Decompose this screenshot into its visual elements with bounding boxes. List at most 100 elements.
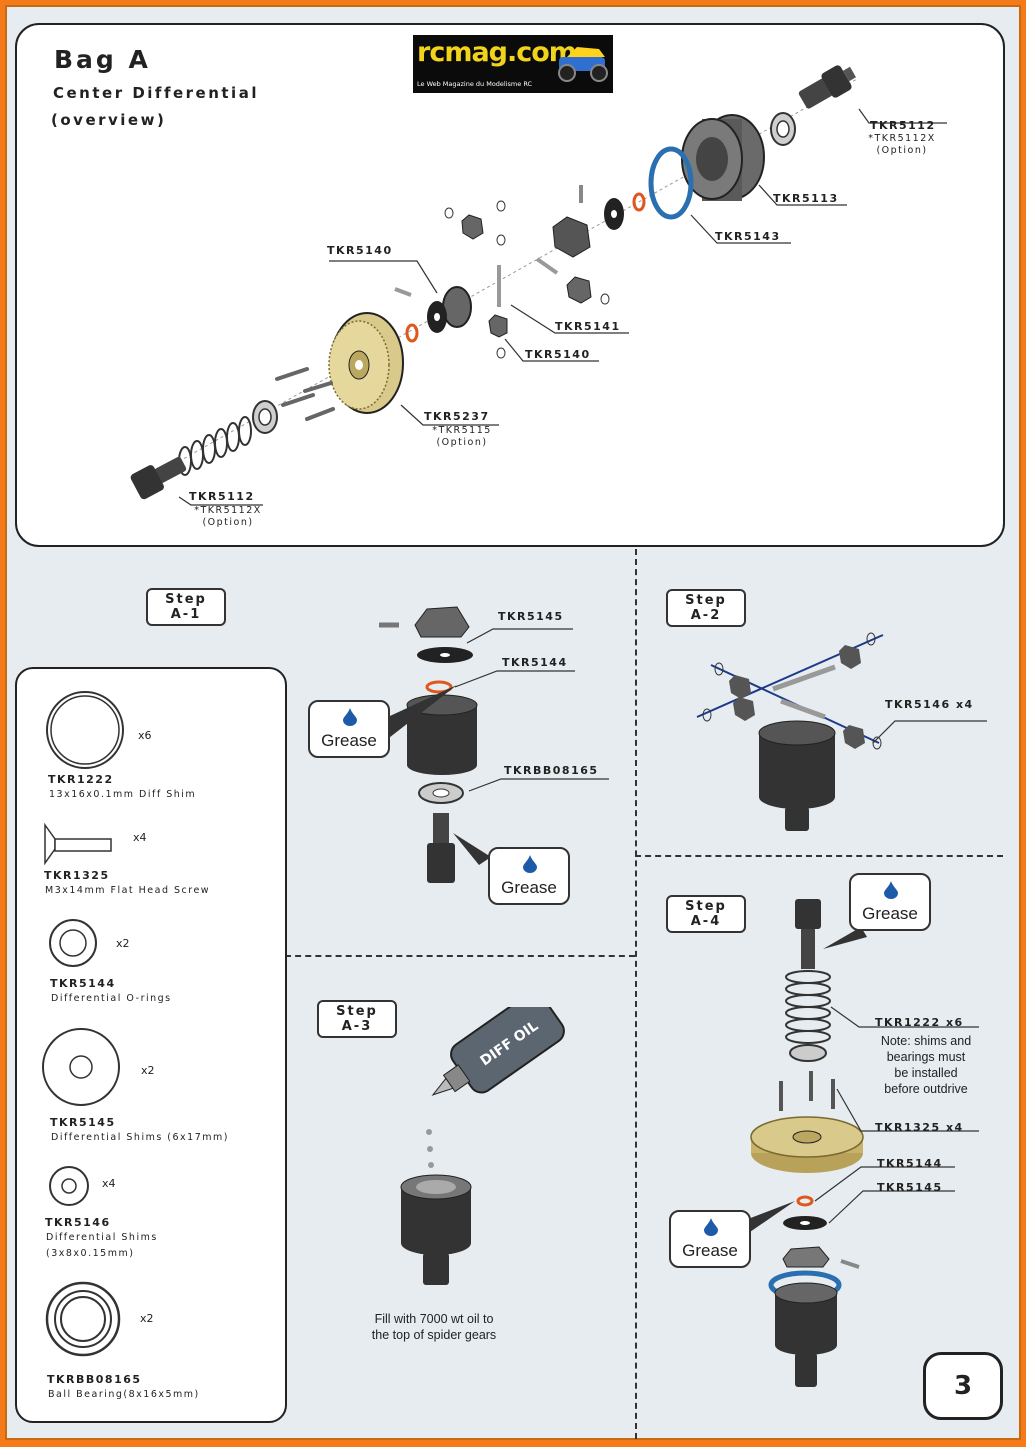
diff-case [681, 114, 765, 201]
qty-tkr5146: x4 [102, 1177, 116, 1190]
step-a4-badge: Step A-4 [666, 895, 746, 933]
step-a3-badge: Step A-3 [317, 1000, 397, 1038]
buggy-icon [558, 47, 608, 82]
step-a2-label-tkr5146: TKR5146 x4 [885, 698, 974, 711]
part-name-tkr5146: TKR5146 [45, 1216, 111, 1229]
grease-drop-icon [704, 1218, 718, 1236]
page-subtitle-overview: (overview) [51, 111, 167, 129]
part-desc-tkr1222: 13x16x0.1mm Diff Shim [49, 789, 197, 800]
grease-drop-icon [523, 855, 537, 873]
label-tkr5112-top: TKR5112 [870, 119, 936, 132]
part-name-tkr5144: TKR5144 [50, 977, 116, 990]
grease-label: Grease [682, 1241, 738, 1260]
outdrive-bottom [130, 456, 187, 500]
qty-tkr1222: x6 [138, 729, 152, 742]
qty-tkr5145: x2 [141, 1064, 155, 1077]
grease-callout-a1-bottom: Grease [488, 847, 570, 905]
label-tkr5115: *TKR5115 [432, 425, 492, 436]
grease-callout-a4-top: Grease [849, 873, 931, 931]
divider-left [285, 955, 635, 957]
step-a4-note-line3: be installed [894, 1066, 958, 1080]
step-a4-label-tkr1325: TKR1325 x4 [875, 1121, 964, 1134]
step-a4-note-line1: Note: shims and [880, 1034, 972, 1048]
step-a3-note-line1: Fill with 7000 wt oil to [374, 1312, 494, 1326]
page-number: 3 [923, 1352, 1003, 1420]
divider-vertical [635, 549, 637, 1439]
step-a1-label-tkr5144: TKR5144 [502, 656, 568, 669]
label-tkr5140-b: TKR5140 [525, 348, 591, 361]
part-desc-tkr5145: Differential Shims (6x17mm) [51, 1132, 229, 1143]
page: Bag A Center Differential (overview) rcm… [5, 5, 1021, 1440]
label-tkr5112x-bottom: *TKR5112X [194, 505, 262, 516]
part-desc-tkr1325: M3x14mm Flat Head Screw [45, 885, 211, 896]
part-desc-tkr5146: Differential Shims [46, 1232, 158, 1243]
logo-tagline: Le Web Magazine du Modelisme RC [417, 80, 533, 88]
label-tkr5112-bottom: TKR5112 [189, 490, 255, 503]
step-a1-number: A-1 [170, 607, 202, 622]
grease-label: Grease [862, 904, 918, 923]
step-a2-diagram [696, 632, 987, 831]
step-a4-note-line2: bearings must [886, 1050, 966, 1064]
divider-right [635, 855, 1003, 857]
step-a3-note-line2: the top of spider gears [371, 1328, 497, 1342]
bearing-top [770, 112, 796, 146]
part-desc-tkr5144: Differential O-rings [51, 993, 172, 1004]
step-a2-number: A-2 [690, 608, 722, 623]
label-option-mid: (Option) [436, 437, 488, 448]
step-a3-number: A-3 [341, 1019, 373, 1034]
label-tkr5143: TKR5143 [715, 230, 781, 243]
step-a1-label-tkr5145: TKR5145 [498, 610, 564, 623]
part-desc-tkrbb08165: Ball Bearing(8x16x5mm) [48, 1389, 200, 1400]
screws [275, 367, 335, 421]
part-desc-tkr5146-size: (3x8x0.15mm) [46, 1248, 135, 1259]
grease-label: Grease [501, 878, 557, 897]
grease-callout-a1-top: Grease [308, 700, 390, 758]
label-tkr5140-a: TKR5140 [327, 244, 393, 257]
step-a4-note-line4: before outdrive [884, 1082, 968, 1096]
label-tkr5141: TKR5141 [555, 320, 621, 333]
outdrive-top [798, 65, 856, 109]
step-a4-label-tkr5144: TKR5144 [877, 1157, 943, 1170]
parts-icons [42, 691, 124, 1357]
part-name-tkr5145: TKR5145 [50, 1116, 116, 1129]
grease-callout-a4-bottom: Grease [669, 1210, 751, 1268]
step-a1-badge: Step A-1 [146, 588, 226, 626]
step-a2-word: Step [685, 593, 727, 608]
qty-tkr1325: x4 [133, 831, 147, 844]
label-tkr5112x-top: *TKR5112X [868, 133, 936, 144]
step-a2-badge: Step A-2 [666, 589, 746, 627]
page-subtitle: Center Differential [53, 84, 259, 102]
qty-tkrbb08165: x2 [140, 1312, 154, 1325]
step-a4-label-tkr1222: TKR1222 x6 [875, 1016, 964, 1029]
shim-small-icon [49, 1166, 89, 1206]
oring-icon [49, 919, 97, 967]
part-name-tkrbb08165: TKRBB08165 [47, 1373, 142, 1386]
logo-text: rcmag.com [417, 37, 577, 68]
step-a3-diagram: DIFF OIL [400, 1007, 565, 1285]
step-a3-word: Step [336, 1004, 378, 1019]
spur-gear [328, 312, 404, 414]
step-a4-diagram [727, 899, 979, 1387]
step-a1-diagram [379, 606, 609, 883]
label-tkr5113: TKR5113 [773, 192, 839, 205]
spring [178, 416, 252, 476]
overview-exploded-diagram [130, 65, 947, 506]
grease-drop-icon [884, 881, 898, 899]
part-name-tkr1222: TKR1222 [48, 773, 114, 786]
gear-cup [405, 286, 472, 343]
qty-tkr5144: x2 [116, 937, 130, 950]
step-a4-label-tkr5145: TKR5145 [877, 1181, 943, 1194]
step-a4-word: Step [685, 899, 727, 914]
label-tkr5237: TKR5237 [424, 410, 490, 423]
part-name-tkr1325: TKR1325 [44, 869, 110, 882]
grease-label: Grease [321, 731, 377, 750]
page-title: Bag A [54, 45, 151, 74]
grease-drop-icon [343, 708, 357, 726]
rcmag-logo: rcmag.com Le Web Magazine du Modelisme R… [413, 35, 613, 93]
step-a1-word: Step [165, 592, 207, 607]
step-a4-number: A-4 [690, 914, 722, 929]
diff-oil-bottle: DIFF OIL [431, 1007, 565, 1096]
label-option-top: (Option) [876, 145, 928, 156]
spider-gears [394, 185, 610, 359]
shim-large-icon [46, 691, 124, 769]
